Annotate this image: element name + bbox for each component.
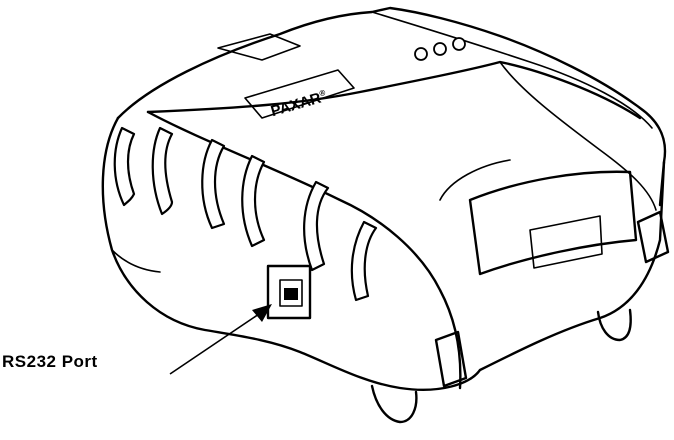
rs232-port-label: RS232 Port: [2, 352, 98, 371]
rs232-port-socket: [279, 279, 303, 307]
bumper-rib-5: [303, 180, 330, 272]
front-face-curve: [439, 159, 511, 201]
brand-text: PAXAR®: [269, 88, 329, 120]
paper-exit-slot-inner: [529, 215, 603, 269]
printer-top-shell: [116, 6, 667, 207]
paper-exit-slot: [468, 170, 638, 276]
bumper-rib-6: [350, 220, 378, 302]
side-clip-left: [434, 330, 468, 388]
status-button-2: [433, 42, 447, 56]
side-clip-right: [636, 210, 670, 264]
foot-front: [370, 384, 418, 424]
printer-lid-edge: [146, 60, 642, 120]
printer-front-face-inner: [499, 61, 657, 211]
left-bumper-lower: [111, 249, 161, 273]
printer-front-body: [101, 116, 666, 391]
printer-front-face-edge: [146, 110, 462, 390]
foot-right: [596, 308, 632, 342]
status-button-3: [452, 37, 466, 51]
rs232-port-jack: [284, 288, 298, 300]
bumper-rib-1: [113, 126, 136, 207]
callout-arrowhead: [252, 304, 272, 322]
rs232-port-housing: [266, 264, 312, 320]
brand-plate: [244, 69, 355, 119]
bumper-rib-3: [201, 138, 226, 230]
bumper-rib-2: [151, 126, 174, 216]
status-button-1: [414, 47, 428, 61]
printer-lid-tab: [217, 33, 301, 61]
bumper-rib-4: [241, 154, 266, 248]
callout-arrow-icon: [169, 311, 263, 375]
printer-rear-ridge: [371, 11, 653, 129]
